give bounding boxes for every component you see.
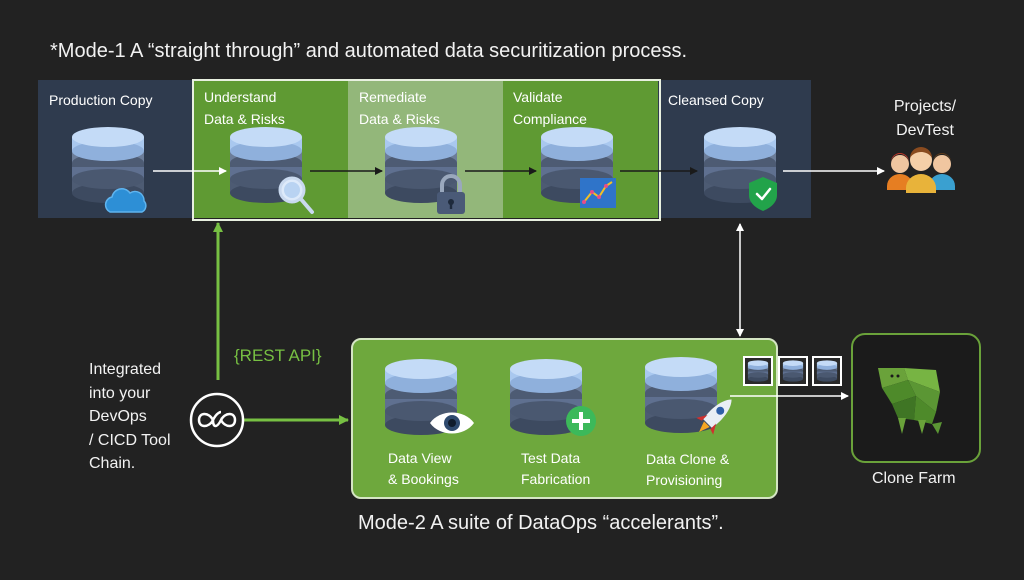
data-clone-label: Data Clone & Provisioning (646, 449, 729, 491)
shield-check-icon (749, 177, 777, 211)
rocket-icon (696, 399, 732, 435)
mode1-highlight-frame (192, 79, 661, 221)
projects-label-line2: DevTest (896, 122, 954, 139)
understand-label-line1: Understand (204, 89, 277, 105)
test-data-line2: Fabrication (521, 471, 591, 487)
validate-label-line2: Compliance (513, 111, 587, 127)
understand-label-line2: Data & Risks (204, 111, 285, 127)
rest-api-label: {REST API} (234, 346, 322, 365)
magnifier-icon (278, 176, 314, 214)
chart-icon (580, 178, 616, 208)
production-copy-label: Production Copy (49, 92, 153, 108)
data-clone-line1: Data Clone & (646, 451, 730, 467)
eye-icon (430, 412, 474, 434)
test-data-line1: Test Data (521, 450, 581, 466)
validate-label-line1: Validate (513, 89, 563, 105)
remediate-label: Remediate Data & Risks (359, 86, 440, 130)
data-view-line2: & Bookings (388, 471, 459, 487)
remediate-label-line1: Remediate (359, 89, 427, 105)
plus-icon (566, 406, 596, 436)
sheep-icon (878, 368, 942, 434)
projects-devtest-label: Projects/ DevTest (880, 95, 970, 143)
clone-farm-label: Clone Farm (872, 470, 956, 487)
page-title: *Mode-1 A “straight through” and automat… (50, 40, 688, 62)
infinity-icon (189, 392, 245, 448)
data-view-line1: Data View (388, 450, 452, 466)
team-people-icon (887, 147, 955, 193)
mode2-subtitle: Mode-2 A suite of DataOps “accelerants”. (358, 512, 724, 534)
data-clone-line2: Provisioning (646, 472, 723, 488)
remediate-database-icon (385, 127, 457, 203)
understand-label: Understand Data & Risks (204, 86, 285, 130)
data-view-label: Data View & Bookings (388, 448, 459, 490)
integration-line2: into your (89, 384, 151, 402)
remediate-label-line2: Data & Risks (359, 111, 440, 127)
cloud-icon (104, 188, 147, 213)
integration-label: Integrated into your DevOps / CICD Tool … (89, 358, 171, 476)
mini-database-icon-3 (816, 360, 838, 382)
projects-label-line1: Projects/ (893, 98, 957, 115)
integration-line3: DevOps (89, 408, 147, 425)
integration-line4: / CICD Tool (89, 431, 171, 449)
cleansed-copy-label: Cleansed Copy (668, 92, 764, 108)
mini-database-icon-1 (747, 360, 769, 382)
validate-label: Validate Compliance (513, 86, 587, 130)
lock-icon (437, 174, 465, 214)
integration-line5: Chain. (89, 455, 136, 472)
mini-database-icon-2 (782, 360, 804, 382)
integration-line1: Integrated (89, 361, 162, 378)
test-data-label: Test Data Fabrication (521, 448, 590, 490)
